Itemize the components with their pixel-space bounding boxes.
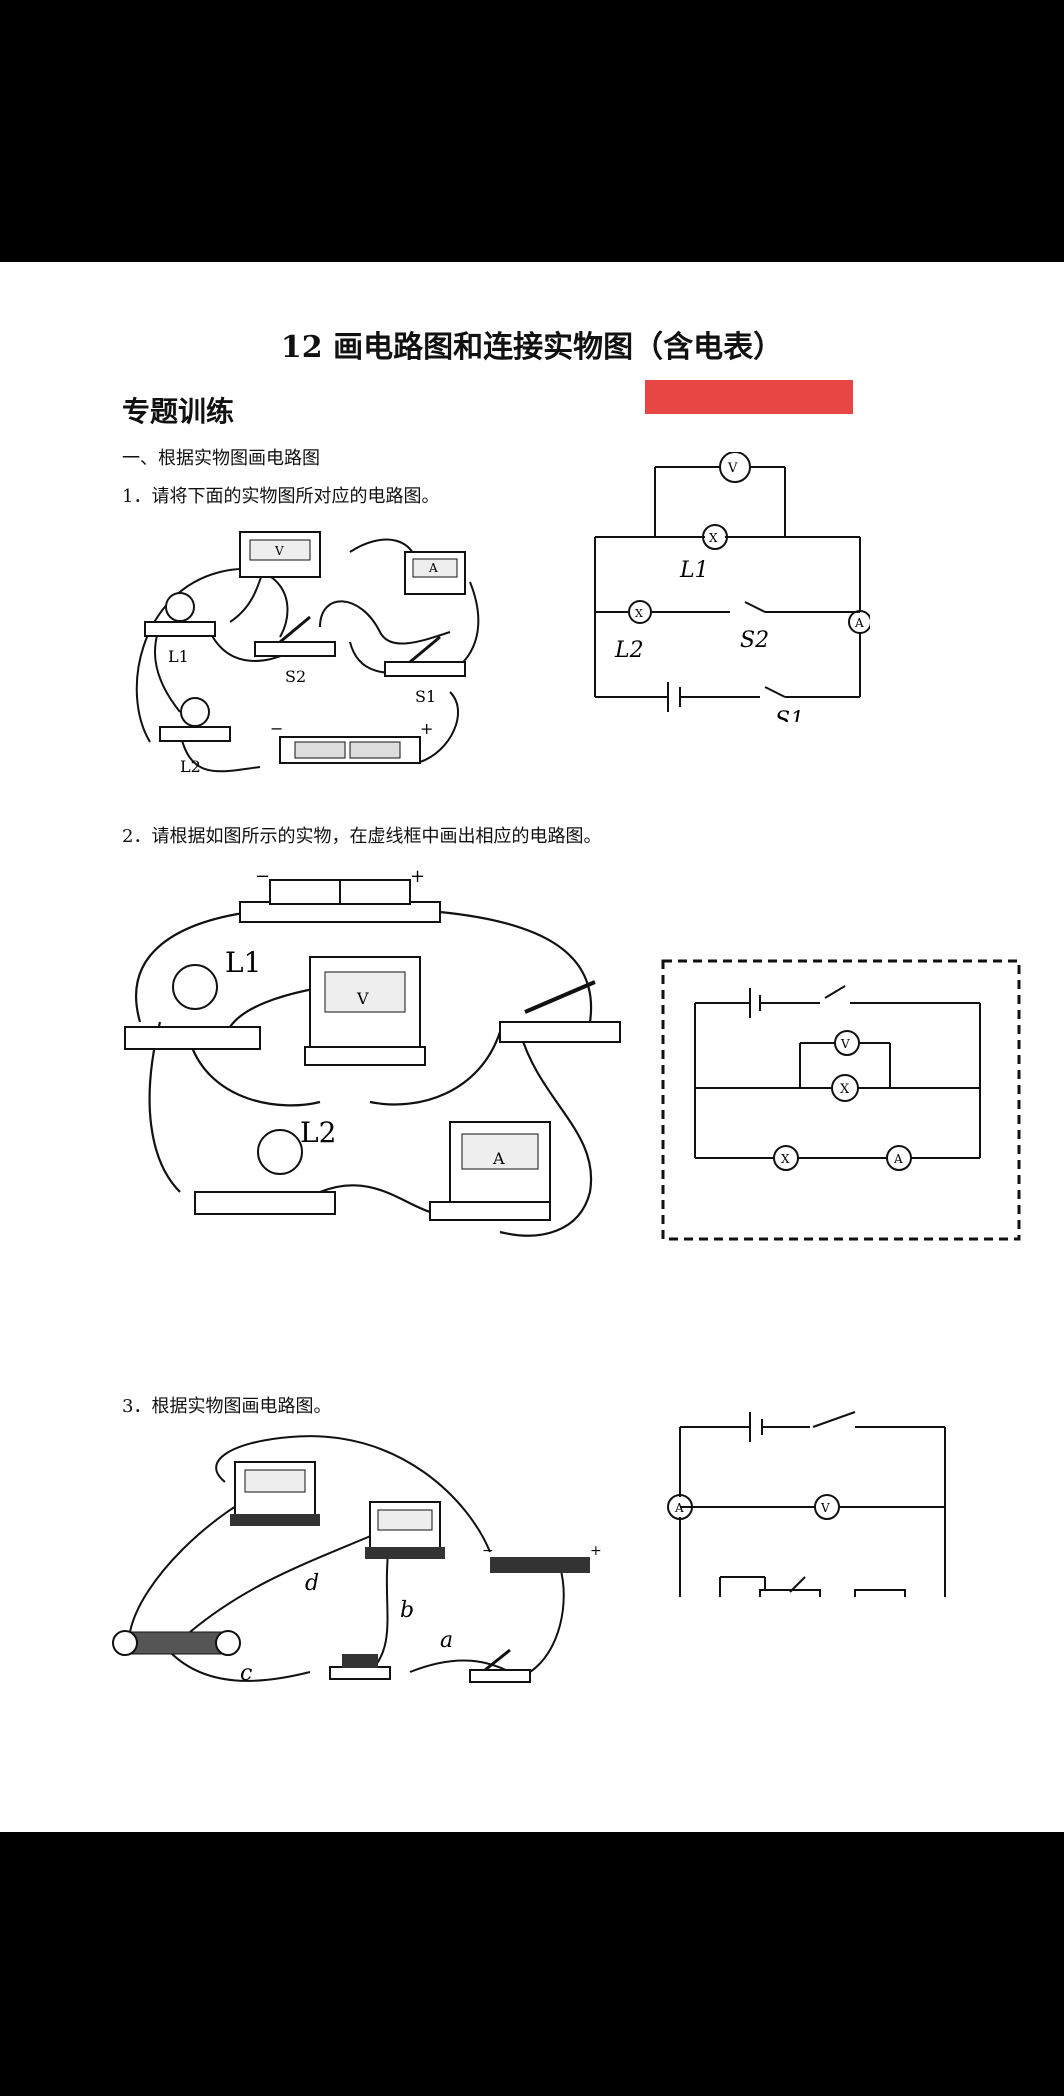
q1-label-L1: L1 xyxy=(168,647,189,666)
q1-battery-plus: + xyxy=(420,719,433,738)
q1-bulb-L2: L2 xyxy=(159,697,231,776)
q1-ammeter: A xyxy=(404,551,466,595)
q1-switch-S2: S2 xyxy=(254,615,336,686)
hw-q3-ammeter: A xyxy=(674,1501,684,1515)
q3-battery-plus: + xyxy=(590,1543,602,1559)
q1-physical-diagram: V A L1 L2 S2 S1 xyxy=(135,531,480,776)
hw-q1-L2: L2 xyxy=(614,638,644,663)
q2-voltmeter-label: V xyxy=(356,989,369,1008)
hw-q1-ammeter: A xyxy=(854,616,864,630)
q1-bulb-L1: L1 xyxy=(144,592,216,666)
q3-handwritten-circuit: A V xyxy=(667,1411,946,1597)
page-title: 12 画电路图和连接实物图（含电表） xyxy=(280,330,784,365)
q3-battery-minus: − xyxy=(482,1543,494,1559)
q3-wire-c: c xyxy=(240,1661,252,1686)
q2-battery-minus: − xyxy=(255,866,270,887)
q2-physical-diagram: − + L1 V L2 xyxy=(124,866,621,1237)
q1-voltmeter-label: V xyxy=(274,544,284,558)
hw-q2-bulb2: X xyxy=(781,1152,790,1166)
q3-switch xyxy=(469,1648,531,1683)
hw-q3-voltmeter: V xyxy=(820,1501,830,1515)
q1-battery-minus: − xyxy=(270,719,283,738)
hw-q1-voltmeter: V xyxy=(727,461,738,476)
q1-handwritten-circuit: V X X A L1 L2 S2 S1 xyxy=(594,452,870,722)
question-2-prompt: 2．请根据如图所示的实物，在虚线框中画出相应的电路图。 xyxy=(122,826,602,847)
q3-ammeter-top xyxy=(230,1461,320,1526)
hw-q1-L1: L1 xyxy=(679,558,709,583)
q1-label-L2: L2 xyxy=(180,757,201,776)
part-heading: 一、根据实物图画电路图 xyxy=(122,448,320,469)
q3-meter-center xyxy=(365,1501,445,1559)
q1-label-S2: S2 xyxy=(285,667,306,686)
q1-switch-S1: S1 xyxy=(384,635,466,706)
q2-switch xyxy=(499,980,621,1043)
q3-wire-d: d xyxy=(305,1571,319,1596)
hw-q2-voltmeter: V xyxy=(840,1037,850,1051)
q1-label-S1: S1 xyxy=(415,687,436,706)
hw-q1-S1: S1 xyxy=(775,708,804,722)
redaction-bar xyxy=(645,380,853,414)
hw-q1-bulb-x: X xyxy=(709,531,718,545)
q3-wire-a: a xyxy=(440,1628,453,1653)
q2-bulb-L1: L1 xyxy=(124,946,261,1050)
q3-physical-diagram: − + d b a c xyxy=(112,1435,602,1686)
q2-ammeter: A xyxy=(429,1121,551,1221)
hw-q1-bulb2-x: X xyxy=(635,607,643,620)
q1-voltmeter: V xyxy=(239,531,321,578)
q1-battery: − + xyxy=(270,719,433,764)
q2-battery-plus: + xyxy=(410,866,425,887)
hw-q1-S2: S2 xyxy=(740,628,769,653)
q1-ammeter-label: A xyxy=(428,561,438,575)
q2-label-L2: L2 xyxy=(300,1116,336,1149)
q3-wire-b: b xyxy=(400,1598,414,1623)
q3-battery: − + xyxy=(482,1543,602,1573)
question-3-prompt: 3．根据实物图画电路图。 xyxy=(122,1396,332,1417)
q2-answer-box: V X X A xyxy=(661,959,1021,1241)
hw-q2-ammeter: A xyxy=(893,1152,903,1166)
q2-label-L1: L1 xyxy=(225,946,261,979)
q3-rheostat xyxy=(112,1630,241,1656)
section-heading: 专题训练 xyxy=(122,395,235,428)
worksheet-page: 12 画电路图和连接实物图（含电表） 专题训练 一、根据实物图画电路图 1．请将… xyxy=(0,262,1064,1832)
q2-voltmeter: V xyxy=(304,956,426,1066)
q2-ammeter-label: A xyxy=(492,1149,505,1168)
q2-battery: − + xyxy=(239,866,441,923)
hw-q2-bulb1: X xyxy=(840,1082,850,1097)
q2-bulb-L2: L2 xyxy=(194,1116,336,1215)
question-1-prompt: 1．请将下面的实物图所对应的电路图。 xyxy=(122,486,440,507)
q3-resistor xyxy=(329,1654,391,1680)
